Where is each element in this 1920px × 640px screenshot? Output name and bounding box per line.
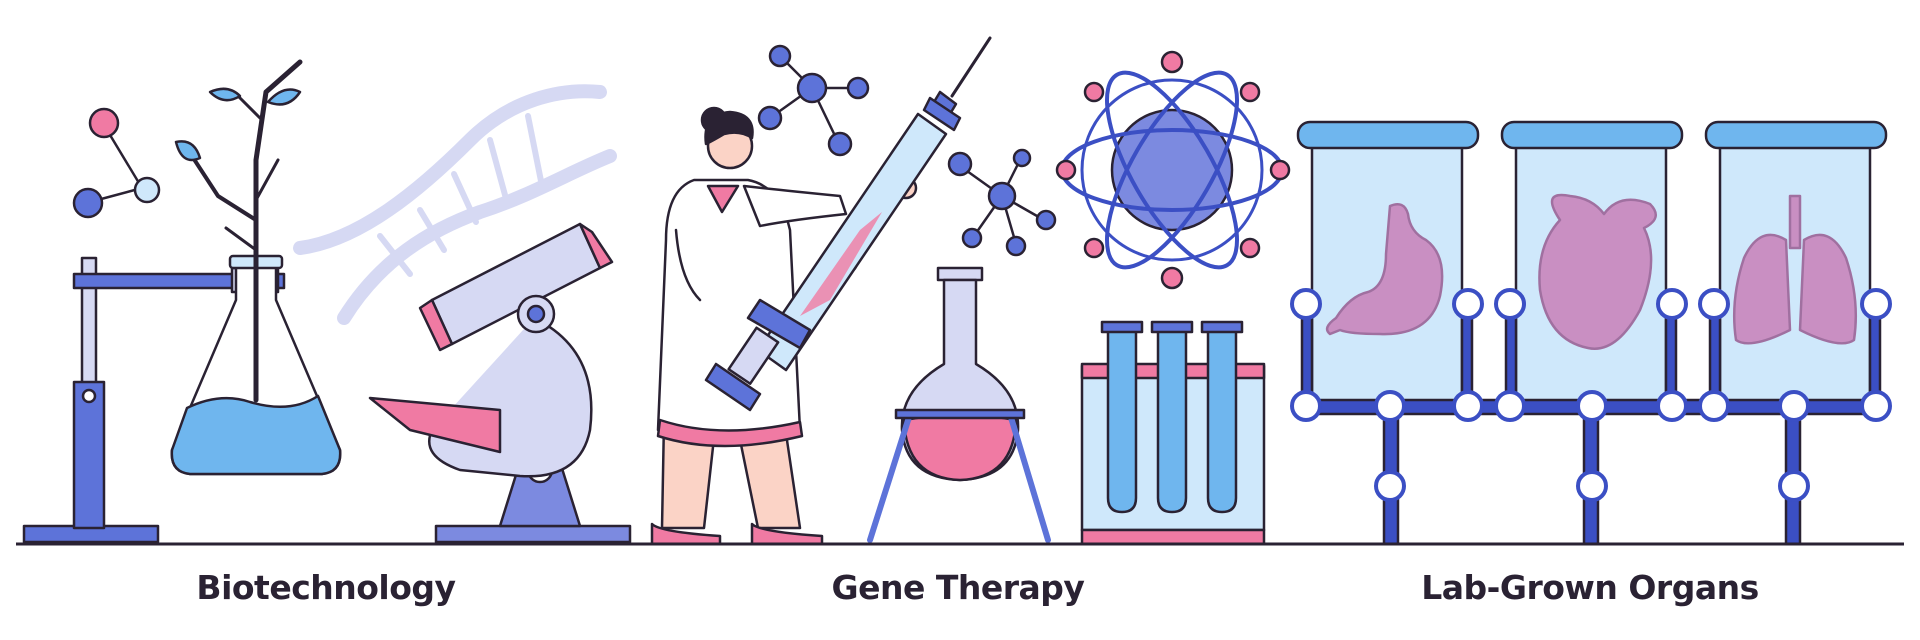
lungs-icon — [1732, 194, 1858, 345]
lab-stand — [22, 256, 286, 544]
stomach-icon — [1325, 203, 1444, 336]
organ-jar-stomach — [1296, 120, 1480, 404]
heart-icon — [1538, 193, 1657, 350]
microscope-icon — [368, 222, 632, 544]
organ-jar-heart — [1500, 120, 1684, 404]
molecule-icon — [757, 44, 870, 157]
caption-gene-therapy: Gene Therapy — [831, 568, 1085, 607]
atom-icon — [1055, 50, 1291, 290]
plant-icon — [174, 59, 303, 403]
molecule-icon — [72, 107, 161, 219]
molecule-icon — [947, 148, 1057, 257]
caption-biotechnology: Biotechnology — [196, 568, 456, 607]
organ-jar-lungs — [1704, 120, 1888, 404]
flask-icon — [867, 266, 1051, 543]
test-tubes-icon — [1080, 320, 1266, 546]
dna-icon — [293, 84, 617, 325]
syringe-icon — [704, 36, 992, 412]
caption-lab-grown-organs: Lab-Grown Organs — [1421, 568, 1759, 607]
pipe-framework — [1290, 288, 1892, 546]
